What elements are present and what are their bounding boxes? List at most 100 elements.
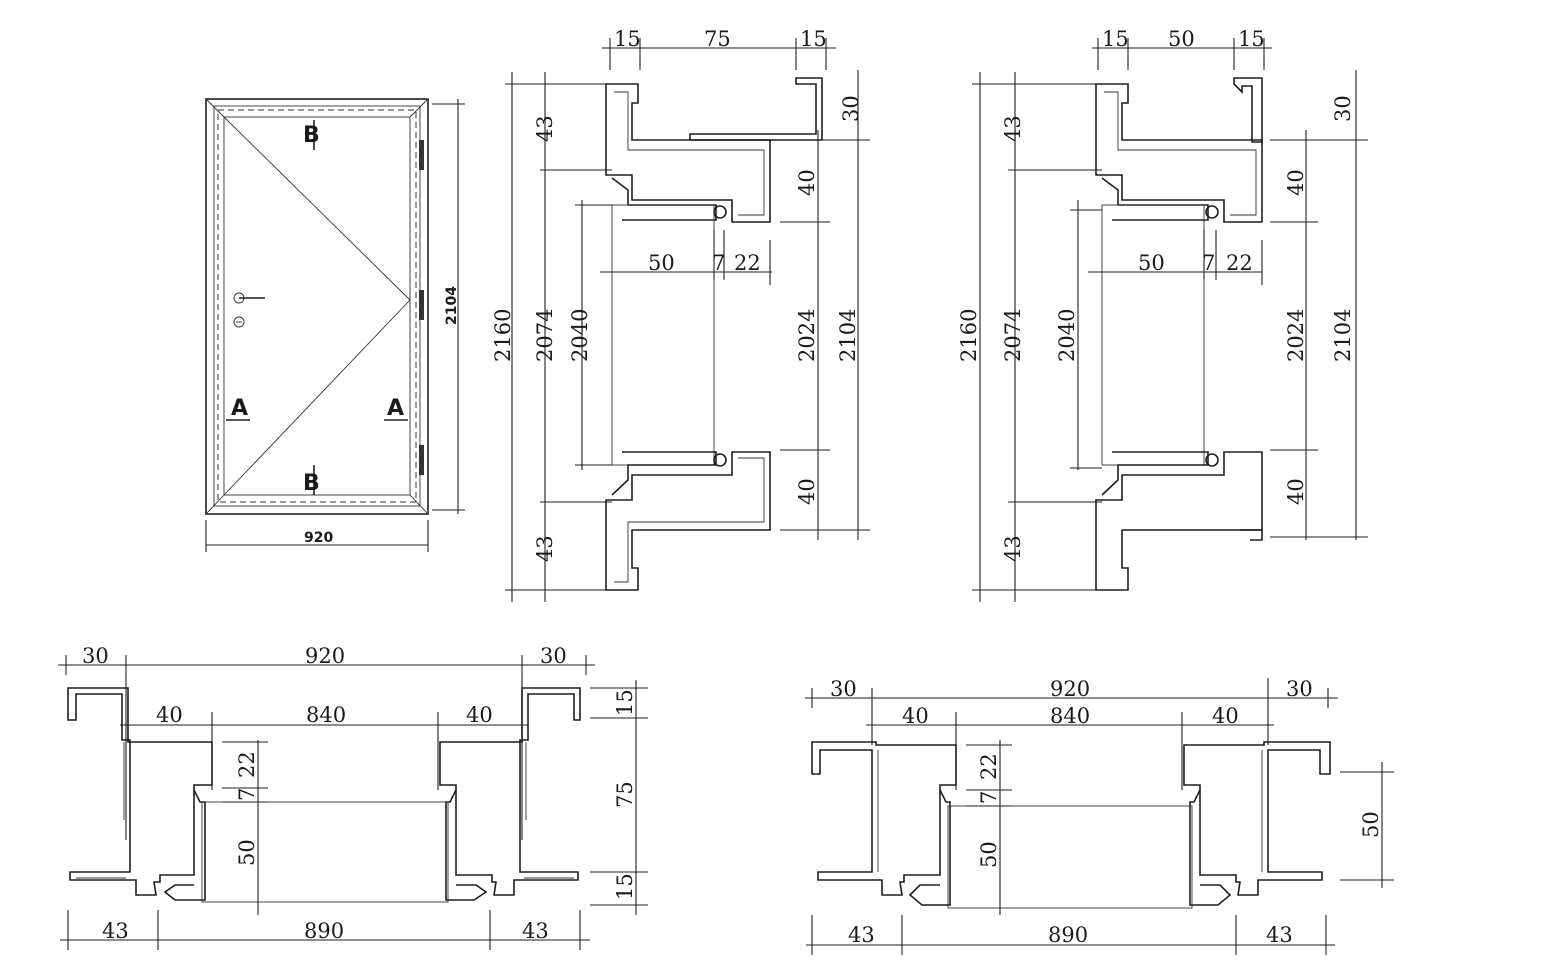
frame-profile-top <box>1095 83 1263 223</box>
top-dim-15-left: 15 <box>1102 27 1129 51</box>
dim-40-right: 40 <box>466 703 493 727</box>
dim-40-bottom: 40 <box>795 478 819 505</box>
plan-sash-left <box>908 789 951 906</box>
profile-inner-line <box>614 91 765 216</box>
dim-15-bottom: 15 <box>613 873 637 900</box>
dim-40-left: 40 <box>902 704 929 728</box>
plan-sash-left <box>163 789 206 901</box>
dim-30-right: 30 <box>540 644 567 668</box>
dim-840: 840 <box>306 703 346 727</box>
corner-line <box>409 98 429 118</box>
elevation-height: 2104 <box>444 286 460 325</box>
profile-inner-line <box>524 742 574 879</box>
dim-40-top: 40 <box>795 169 819 196</box>
dim-50: 50 <box>977 841 1001 868</box>
dim-43-left: 43 <box>848 923 875 947</box>
door-elevation: B B A A 920 2104 <box>205 98 465 552</box>
dim-2104: 2104 <box>836 309 860 362</box>
glass-panel <box>1101 204 1205 466</box>
top-dim-15-right: 15 <box>1238 27 1265 51</box>
plan-profile-right <box>439 687 581 896</box>
dim-2040: 2040 <box>1055 309 1079 362</box>
section-mark-b-top: B <box>303 123 320 148</box>
dim-40-right: 40 <box>1212 704 1239 728</box>
dim-890: 890 <box>304 919 344 943</box>
elevation-width: 920 <box>304 530 333 546</box>
dim-840: 840 <box>1050 704 1090 728</box>
sash-profile-top <box>1101 177 1209 221</box>
section-mark-a-left: A <box>231 396 248 421</box>
top-dim-15-right: 15 <box>800 27 827 51</box>
corner-line <box>205 494 225 515</box>
hinge-icon <box>419 140 424 170</box>
casing-clip-top <box>689 77 823 141</box>
dim-22: 22 <box>977 753 1001 780</box>
glass-line <box>223 116 411 496</box>
dim-43-bottom: 43 <box>533 535 557 562</box>
dim-2040: 2040 <box>568 309 592 362</box>
horizontal-section-2: 30 920 30 40 840 40 22 7 50 50 43 890 <box>805 677 1394 955</box>
dim-40-top: 40 <box>1284 169 1308 196</box>
dim-2160: 2160 <box>491 309 515 362</box>
dim-2104: 2104 <box>1331 309 1355 362</box>
dim-50: 50 <box>648 251 675 275</box>
opening-indicator-line <box>223 299 411 496</box>
corner-line <box>205 98 225 118</box>
dim-2024: 2024 <box>795 309 819 362</box>
dim-890: 890 <box>1048 923 1088 947</box>
glass-panel <box>947 805 1193 909</box>
dim-2074: 2074 <box>1001 309 1025 362</box>
outer-frame <box>205 98 429 515</box>
dim-22: 22 <box>734 251 761 275</box>
dim-22: 22 <box>1226 251 1253 275</box>
dim-7: 7 <box>1202 251 1215 275</box>
sash-profile-top <box>611 177 717 221</box>
dim-30-left: 30 <box>830 677 857 701</box>
plan-profile-left <box>811 741 957 896</box>
hinge-icon <box>419 290 424 320</box>
dim-7: 7 <box>712 251 725 275</box>
vertical-section-2: 15 50 15 43 2160 2074 2040 43 50 7 22 <box>957 27 1368 602</box>
dim-15-top: 15 <box>613 689 637 716</box>
gasket-icon <box>1205 205 1219 219</box>
frame-profile-bottom <box>605 451 771 591</box>
casing-clip-top <box>1233 77 1263 143</box>
glass-panel <box>201 801 449 903</box>
gasket-icon <box>1205 453 1219 467</box>
dim-30: 30 <box>839 95 863 122</box>
dim-2074: 2074 <box>533 309 557 362</box>
dim-40-left: 40 <box>156 703 183 727</box>
dim-50: 50 <box>1138 251 1165 275</box>
dim-50-right: 50 <box>1359 811 1383 838</box>
frame-profile-top <box>605 83 771 223</box>
dim-2024: 2024 <box>1284 309 1308 362</box>
top-dim-50: 50 <box>1168 27 1195 51</box>
dim-50: 50 <box>235 839 259 866</box>
dim-7: 7 <box>235 788 259 801</box>
dim-43-top: 43 <box>533 115 557 142</box>
sash-profile-bottom <box>1101 451 1209 496</box>
glass-panel <box>611 204 715 466</box>
dim-43-top: 43 <box>1001 115 1025 142</box>
plan-profile-right <box>1183 741 1331 896</box>
section-mark-b-bottom: B <box>303 471 320 496</box>
hinge-icon <box>419 445 424 475</box>
sash-dashed-line <box>217 109 417 503</box>
dim-30-left: 30 <box>82 644 109 668</box>
dim-920: 920 <box>1050 677 1090 701</box>
corner-line <box>409 494 429 515</box>
dim-22: 22 <box>235 751 259 778</box>
dim-75: 75 <box>613 781 637 808</box>
dim-30-right: 30 <box>1286 677 1313 701</box>
plan-profile-left <box>67 687 213 896</box>
dim-43-left: 43 <box>102 919 129 943</box>
plan-sash-right <box>1189 789 1232 906</box>
profile-inner-line <box>76 742 126 879</box>
sash-profile-bottom <box>611 451 717 496</box>
dim-43-right: 43 <box>522 919 549 943</box>
dim-43-right: 43 <box>1266 923 1293 947</box>
plan-sash-right <box>445 789 488 901</box>
vertical-section-1: 15 75 15 43 2160 2074 2040 43 <box>491 27 870 602</box>
gasket-icon <box>713 453 727 467</box>
